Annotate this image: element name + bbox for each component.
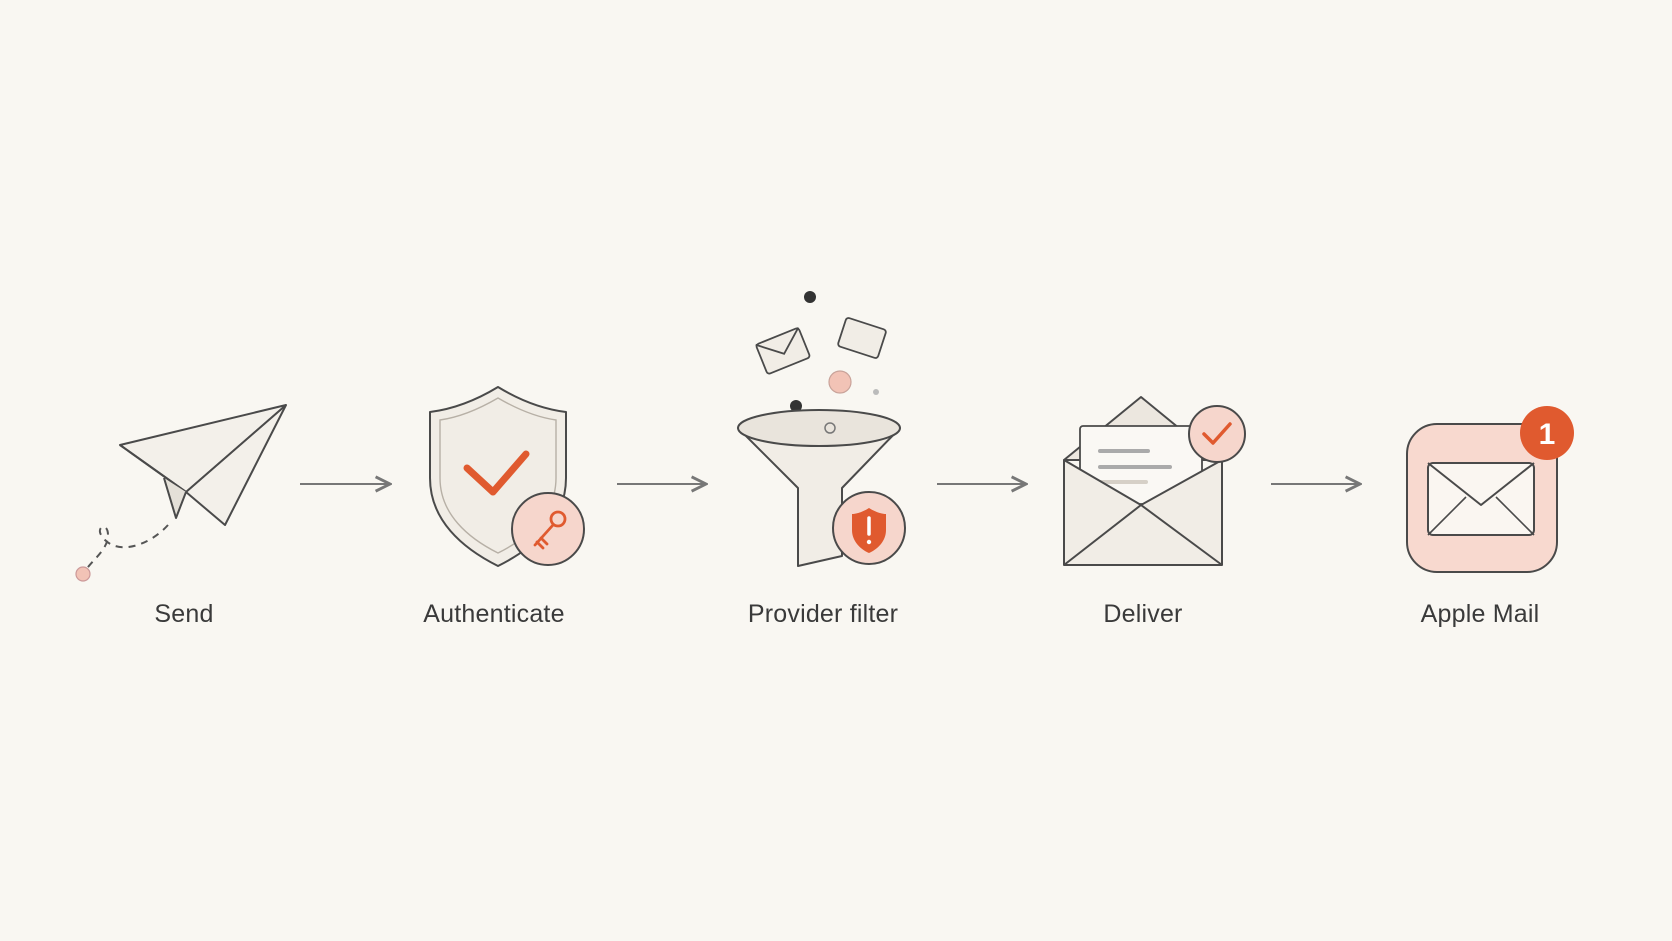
funnel-icon — [737, 409, 901, 567]
paper-plane-icon — [75, 404, 287, 582]
key-icon — [511, 492, 585, 566]
checkmark-icon — [1188, 405, 1246, 463]
step-label-apple-mail: Apple Mail — [1420, 600, 1540, 628]
step-label-provider-filter: Provider filter — [747, 600, 899, 628]
mail-app-icon — [1406, 423, 1558, 573]
open-envelope-icon — [1063, 396, 1223, 566]
step-label-deliver: Deliver — [1103, 600, 1183, 628]
step-label-authenticate: Authenticate — [423, 600, 565, 628]
incoming-emails — [755, 291, 887, 412]
step-label-send: Send — [154, 600, 214, 628]
shield-alert-icon — [832, 491, 906, 565]
notification-count: 1 — [1539, 418, 1556, 451]
notification-badge: 1 — [1520, 406, 1574, 460]
